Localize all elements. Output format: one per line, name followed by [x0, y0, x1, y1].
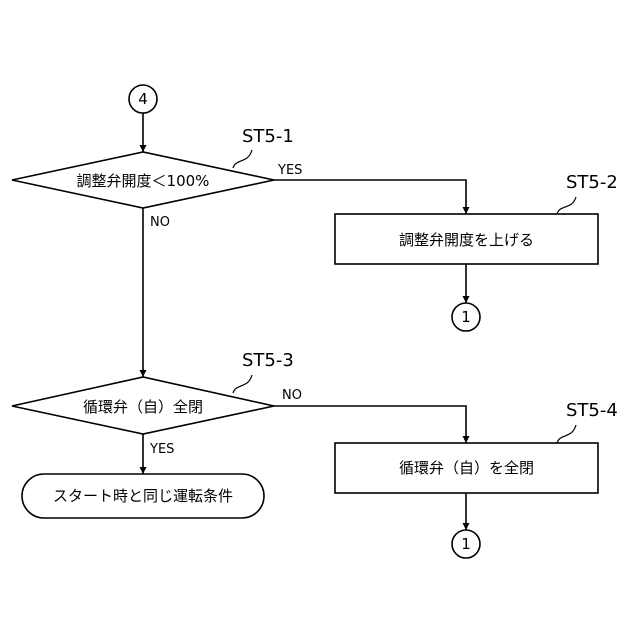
decision2-yes-label: YES: [149, 442, 174, 457]
step-leader-st5-4: [557, 425, 576, 443]
decision2-label: 循環弁（自）全閉: [83, 398, 203, 416]
step-leader-st5-1: [233, 150, 252, 168]
terminal-label: スタート時と同じ運転条件: [53, 487, 233, 505]
step-leader-st5-2: [557, 197, 576, 214]
connector-1-a: 1: [452, 303, 480, 331]
process-st5-4: 循環弁（自）を全閉: [335, 443, 598, 493]
step-label-st5-2: ST5-2: [566, 172, 618, 193]
process2-label: 循環弁（自）を全閉: [399, 459, 534, 477]
decision-st5-1: 調整弁開度＜100%: [12, 152, 274, 208]
decision-st5-3: 循環弁（自）全閉: [12, 377, 274, 434]
step-label-st5-1: ST5-1: [242, 126, 294, 147]
edge-decision1-yes: [274, 180, 466, 214]
process1-label: 調整弁開度を上げる: [399, 231, 534, 249]
connector-4: 4: [129, 85, 157, 113]
diagram-connector_out2: 1: [461, 535, 471, 553]
decision1-yes-label: YES: [277, 163, 302, 178]
decision1-label: 調整弁開度＜100%: [77, 172, 210, 190]
diagram-connector_out1: 1: [461, 308, 471, 326]
step-label-st5-4: ST5-4: [566, 400, 618, 421]
edge-decision2-no: [274, 406, 466, 443]
step-label-st5-3: ST5-3: [242, 350, 294, 371]
diagram-connector_in: 4: [138, 90, 148, 108]
decision1-no-label: NO: [150, 215, 170, 230]
decision2-no-label: NO: [282, 388, 302, 403]
terminal-start-conditions: スタート時と同じ運転条件: [22, 474, 264, 518]
connector-1-b: 1: [452, 530, 480, 558]
step-leader-st5-3: [233, 375, 252, 393]
process-st5-2: 調整弁開度を上げる: [335, 214, 598, 264]
